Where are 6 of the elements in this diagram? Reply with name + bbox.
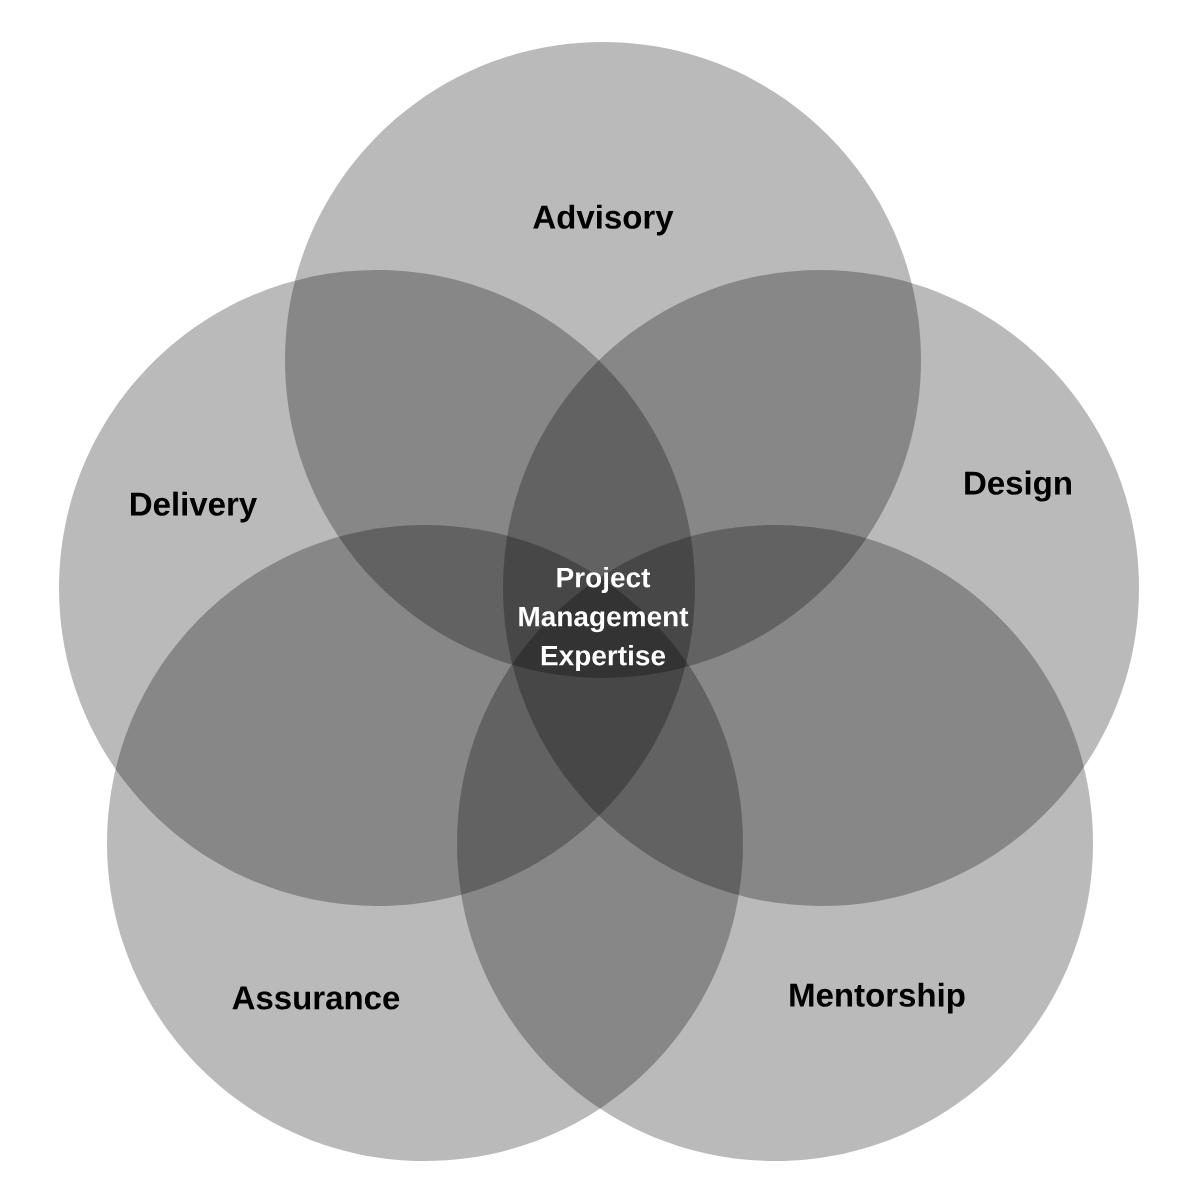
circle-label: Assurance [232, 986, 400, 1010]
circle-label: Design [965, 470, 1071, 502]
center-label: Project Management Expertise [519, 566, 689, 672]
circle-label: Mentorship [790, 982, 965, 1014]
circle-label: Advisory [533, 204, 674, 236]
circle-label: Delivery [131, 491, 257, 523]
